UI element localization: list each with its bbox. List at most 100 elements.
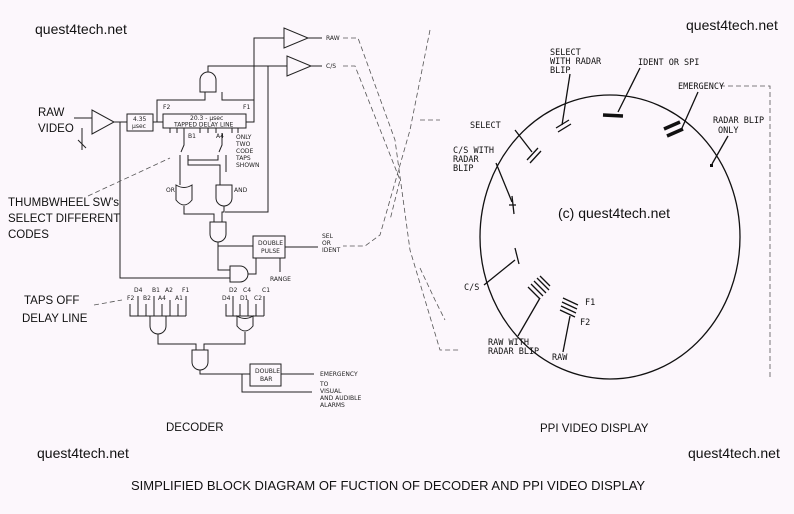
- raw-connector: [343, 37, 460, 351]
- cs-connector: [343, 65, 401, 221]
- pointer: [517, 297, 541, 337]
- and-to-cs: [207, 65, 287, 72]
- tap-label: C4: [243, 287, 251, 294]
- label: RAW: [552, 353, 568, 363]
- note-line: SHOWN: [236, 162, 259, 169]
- label-line: RADAR BLIP: [488, 347, 539, 357]
- taps-pointer: [93, 299, 123, 306]
- tapped-delay-line: [162, 113, 247, 129]
- raw-video-label: RAW: [38, 107, 65, 119]
- label-line: OR: [322, 240, 331, 247]
- watermark-top-right: quest4tech.net: [686, 17, 778, 33]
- tap-label: D1: [240, 295, 249, 302]
- ppi-select-with-radar: SELECT WITH RADAR BLIP: [550, 48, 602, 133]
- watermark-bottom-right: quest4tech.net: [688, 445, 780, 461]
- ppi-section-label: PPI VIDEO DISPLAY: [540, 423, 649, 435]
- tap-gate-outputs: [157, 332, 246, 350]
- note-line: CODE: [236, 148, 254, 155]
- decoder-block: RAW VIDEO 4.35 μsec 20.3 - μsec TAPPED D…: [8, 27, 361, 434]
- final-and-gate: [209, 221, 227, 243]
- raw-wire: [253, 37, 284, 100]
- label-line: RAW WITH: [488, 338, 529, 348]
- tap-label: D4: [222, 295, 231, 302]
- ppi-scope-circle: [479, 94, 741, 380]
- raw-output-label: RAW: [326, 35, 340, 42]
- a4-tap: A4: [216, 133, 224, 140]
- watermark-bottom-left: quest4tech.net: [37, 445, 129, 461]
- input-amplifier: [91, 109, 116, 135]
- ppi-raw-with-radar: RAW WITH RADAR BLIP: [488, 275, 551, 357]
- f1-label: F1: [585, 298, 595, 308]
- gate-outputs: [183, 206, 225, 222]
- label: SELECT: [470, 121, 501, 131]
- pointer: [495, 162, 513, 203]
- ppi-emergency: EMERGENCY: [663, 82, 724, 138]
- switch-wires: [179, 155, 227, 185]
- double-pulse-label-2: PULSE: [261, 248, 280, 255]
- blip: [527, 275, 551, 300]
- label-line: AND AUDIBLE: [320, 395, 361, 402]
- thumbwheel-note-2: SELECT DIFFERENT: [8, 213, 120, 225]
- f1-tap: F1: [243, 104, 250, 111]
- tap-bus-1: [129, 296, 187, 317]
- connector-lines: [343, 29, 771, 380]
- tap-label: D4: [134, 287, 143, 294]
- taps-note: TAPS OFF: [24, 295, 79, 307]
- label-line: RADAR: [453, 155, 479, 165]
- label-line: WITH RADAR: [550, 57, 602, 67]
- ppi-radar-blip-only: RADAR BLIP ONLY: [710, 116, 764, 167]
- emergency-connector: [720, 85, 771, 380]
- and-gate-label: AND: [234, 187, 248, 194]
- note-line: TAPS: [235, 155, 251, 162]
- blip: [555, 119, 572, 133]
- ppi-ident-or-spi: IDENT OR SPI: [602, 58, 699, 118]
- watermark-center: (c) quest4tech.net: [558, 205, 670, 221]
- pointer: [514, 129, 533, 153]
- blip: [602, 113, 624, 118]
- tap-and-gate-1: [149, 315, 167, 335]
- pointer: [561, 73, 571, 126]
- ppi-cs: C/S: [464, 247, 520, 293]
- label: IDENT OR SPI: [638, 58, 699, 68]
- combine-and-gate: [191, 349, 209, 371]
- b1-tap: B1: [188, 133, 196, 140]
- double-bar-label-2: BAR: [260, 376, 272, 383]
- cs-connector-2: [419, 267, 446, 321]
- label: C/S: [464, 283, 479, 293]
- blip: [526, 147, 542, 164]
- tap-bus-2: [225, 296, 265, 317]
- pointer: [617, 67, 641, 113]
- alarms-output-label: TO VISUAL AND AUDIBLE ALARMS: [319, 381, 361, 409]
- thumbwheel-note: THUMBWHEEL SW's: [8, 197, 119, 209]
- label-line: RADAR BLIP: [713, 116, 764, 126]
- label: EMERGENCY: [678, 82, 724, 92]
- pointer: [562, 315, 571, 353]
- tapped-line-duration: 20.3 - μsec: [190, 115, 223, 122]
- emergency-output-label: EMERGENCY: [320, 371, 358, 378]
- blip: [509, 195, 516, 215]
- raw-amplifier: [283, 27, 310, 49]
- blip: [514, 247, 520, 265]
- or-gate-label: OR: [166, 187, 175, 194]
- gate-to-pulse: [248, 258, 257, 275]
- sel-connector: [343, 29, 431, 247]
- ppi-cs-with-radar: C/S WITH RADAR BLIP: [453, 146, 516, 215]
- pointer: [711, 135, 729, 165]
- range-label: RANGE: [270, 276, 291, 283]
- pointer: [483, 259, 516, 286]
- ppi-raw: RAW F1 F2: [552, 297, 595, 363]
- taps-note-2: DELAY LINE: [22, 313, 88, 325]
- combine-output: [199, 370, 312, 393]
- f2-tap: F2: [163, 104, 170, 111]
- tap-label: B2: [143, 295, 151, 302]
- label-line: VISUAL: [320, 388, 342, 395]
- delay-box-unit: μsec: [132, 123, 146, 130]
- tap-label: C2: [254, 295, 262, 302]
- cs-feedback-wire: [225, 66, 269, 213]
- watermark-top-left: quest4tech.net: [35, 21, 127, 37]
- blip: [710, 164, 713, 167]
- f2-label: F2: [580, 318, 590, 328]
- label-line: BLIP: [550, 66, 570, 76]
- thumbwheel-note-3: CODES: [8, 229, 49, 241]
